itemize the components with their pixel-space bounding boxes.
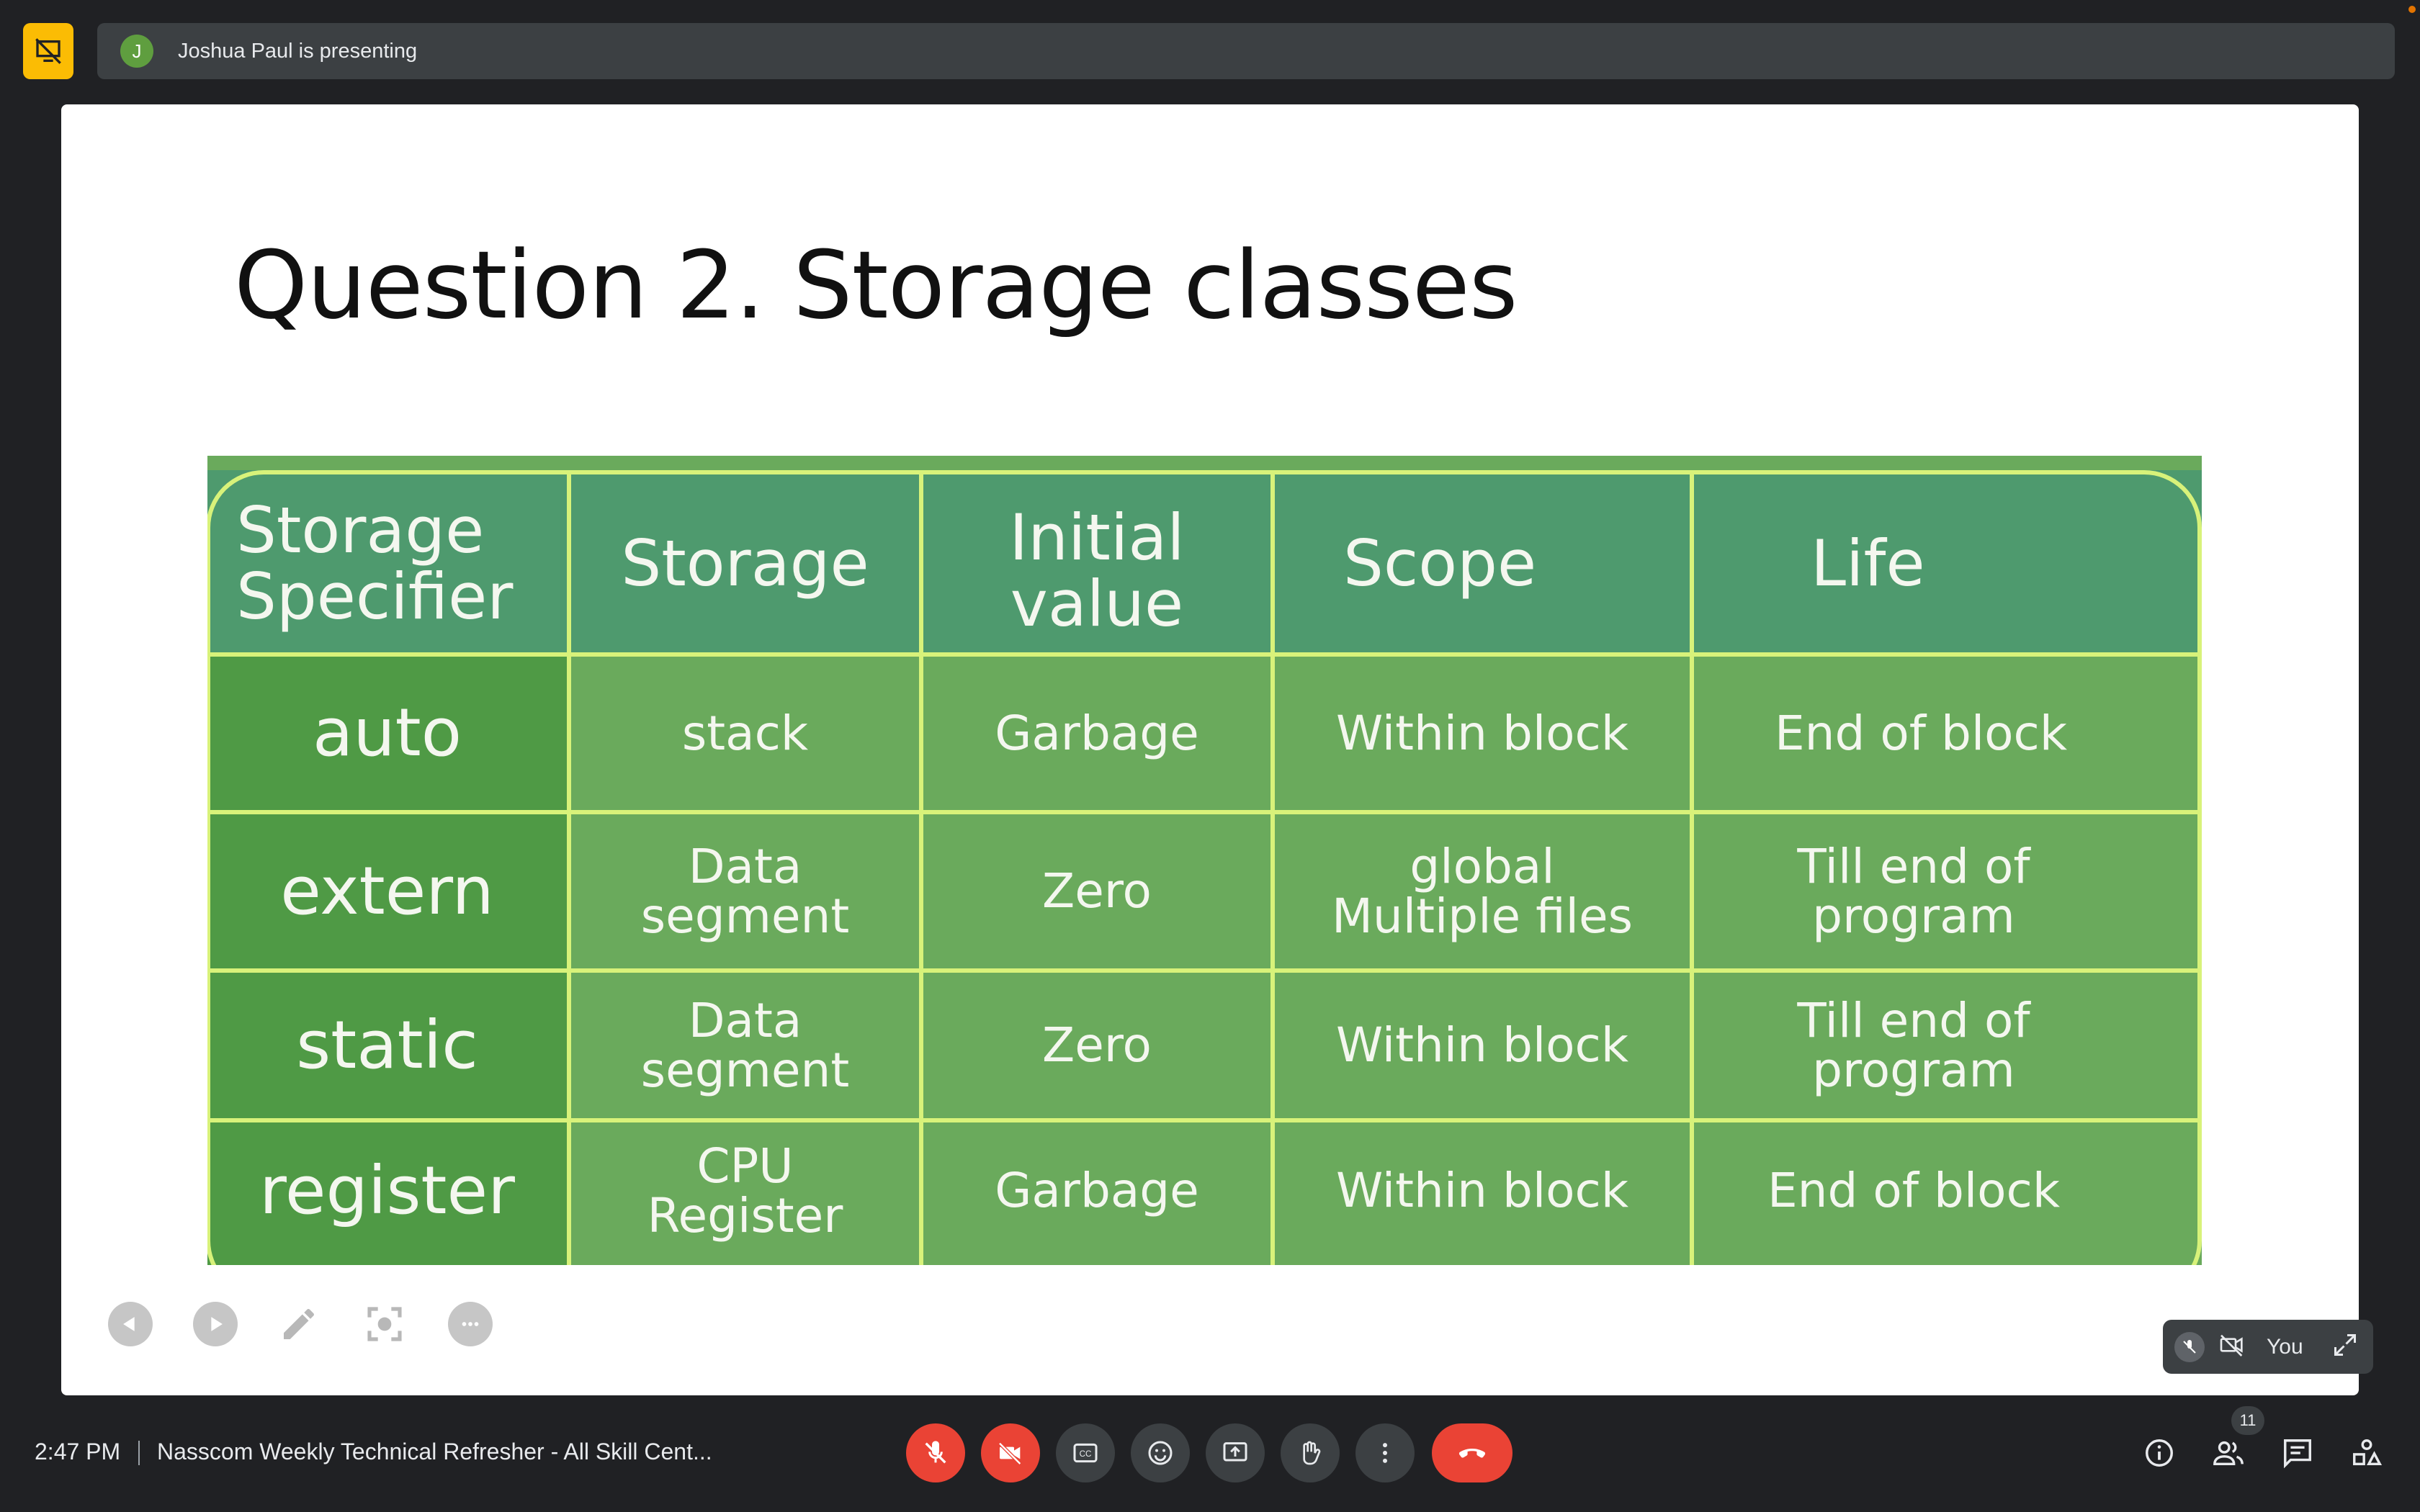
mic-off-icon [925,1441,946,1464]
table-cell: Data segment [640,838,850,944]
meeting-details-icon[interactable] [2139,1433,2179,1473]
svg-text:CC: CC [1080,1449,1092,1459]
grid-line [207,968,2202,973]
reactions-button[interactable] [1131,1423,1190,1482]
present-icon [1223,1442,1247,1462]
people-icon[interactable] [2208,1433,2249,1473]
previous-slide-icon[interactable] [108,1302,153,1346]
table-cell: Garbage [995,1163,1199,1219]
table-cell: register [259,1151,515,1229]
table-cell: Zero [1042,1017,1152,1074]
mic-off-icon [2174,1331,2205,1362]
grid-line [1270,470,1275,1265]
recording-indicator [2408,6,2416,13]
table-cell: Within block [1335,1017,1629,1074]
self-tile-label: You [2267,1334,2303,1359]
table-cell: Till end of program [1797,838,2030,944]
table-cell: static [296,1006,478,1084]
presentation-slide: Question 2. Storage classes Storage Spec… [61,104,2359,1395]
storage-classes-table: Storage Specifier Storage Initial value … [207,456,2202,1265]
table-cell: auto [312,694,462,772]
grid-line [919,470,923,1265]
leave-call-button[interactable] [1432,1423,1512,1482]
chat-icon[interactable] [2277,1433,2318,1473]
participants-count-badge: 11 [2231,1406,2264,1435]
expand-icon[interactable] [2332,1332,2358,1362]
table-cell: End of block [1767,1163,2061,1219]
emoji-icon [1148,1441,1173,1465]
camera-toggle-button[interactable] [981,1423,1040,1482]
table-first-column-bg [207,654,569,1265]
grid-line [1690,470,1694,1265]
raise-hand-icon [1303,1441,1321,1465]
table-cell: Within block [1335,705,1629,761]
table-header-cell: Scope [1343,526,1537,600]
table-cell: Till end of program [1797,992,2030,1098]
table-border [207,470,2202,1265]
table-header-cell: Storage Specifier [236,492,514,634]
presenting-banner: J Joshua Paul is presenting [97,23,2395,79]
more-options-button[interactable] [1355,1423,1415,1482]
table-header-cell: Life [1811,526,1925,600]
camera-off-icon [2218,1331,2246,1363]
stop-presenting-icon[interactable] [23,23,73,79]
table-cell: global Multiple files [1331,838,1634,944]
meeting-title: Nasscom Weekly Technical Refresher - All… [157,1439,712,1464]
table-cell: CPU Register [647,1138,843,1243]
table-cell: Zero [1042,863,1152,919]
table-header-bg [207,470,2202,654]
table-cell: End of block [1774,705,2068,761]
divider [138,1441,140,1465]
slide-title: Question 2. Storage classes [234,230,1518,340]
presenter-avatar: J [120,35,153,68]
self-view-tile[interactable]: You [2163,1320,2373,1374]
meeting-clock: 2:47 PM [35,1439,121,1464]
presenting-text: Joshua Paul is presenting [178,39,418,63]
grid-line [207,810,2202,814]
leave-call-icon [1458,1449,1486,1458]
annotate-pen-icon[interactable] [277,1302,321,1346]
raise-hand-button[interactable] [1281,1423,1340,1482]
table-cell: Data segment [640,992,850,1098]
grid-line [207,1118,2202,1122]
activities-icon[interactable] [2347,1433,2387,1473]
next-slide-icon[interactable] [193,1302,238,1346]
more-options-icon [1383,1443,1387,1463]
more-slide-options-icon[interactable] [448,1302,493,1346]
focus-frame-icon[interactable] [362,1302,407,1346]
table-cell: stack [681,705,809,761]
table-cell: Garbage [995,705,1199,761]
grid-line [207,652,2202,657]
camera-off-icon [998,1441,1022,1465]
table-header-cell: Initial value [1009,500,1185,641]
present-now-button[interactable] [1206,1423,1265,1482]
table-header-cell: Storage [621,526,869,600]
captions-button[interactable]: CC [1056,1423,1115,1482]
mic-toggle-button[interactable] [906,1423,965,1482]
grid-line [567,470,571,1265]
captions-icon: CC [1073,1443,1098,1463]
table-cell: Within block [1335,1163,1629,1219]
table-cell: extern [280,852,494,930]
